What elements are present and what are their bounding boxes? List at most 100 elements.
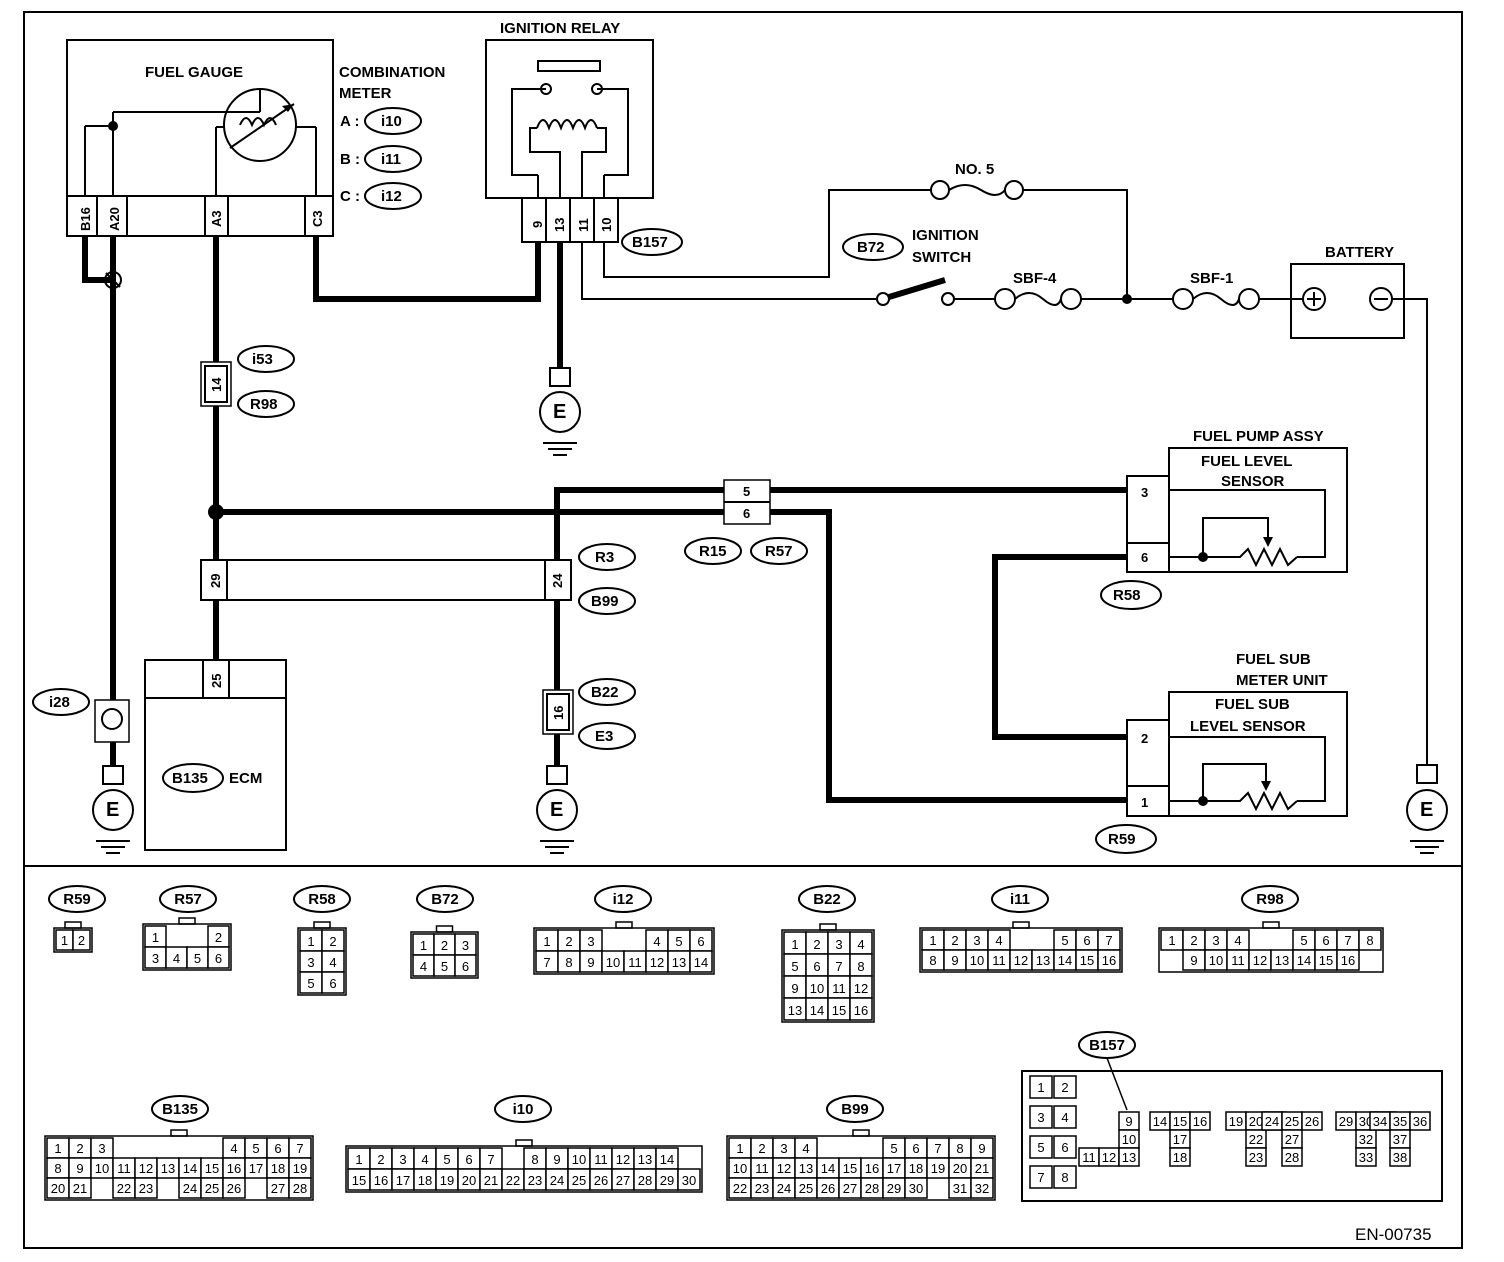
svg-text:18: 18: [1173, 1150, 1187, 1165]
svg-text:24: 24: [183, 1181, 197, 1196]
svg-text:5: 5: [1061, 933, 1068, 948]
svg-text:13: 13: [1036, 953, 1050, 968]
svg-text:17: 17: [1173, 1132, 1187, 1147]
ignition-switch-icon: [876, 277, 955, 306]
svg-text:5: 5: [194, 951, 201, 966]
meter-pin-b16: B16: [78, 207, 93, 231]
pin-cell: [1029, 1165, 1053, 1189]
svg-text:27: 27: [616, 1173, 630, 1188]
pin-cell: [1336, 949, 1360, 971]
svg-text:E: E: [106, 799, 119, 821]
wire-b99-24: [554, 487, 724, 560]
r15-label: R15: [699, 543, 727, 560]
pin-cell: [207, 946, 230, 969]
svg-text:3: 3: [1141, 485, 1148, 500]
svg-text:14: 14: [183, 1161, 197, 1176]
svg-text:6: 6: [1141, 550, 1148, 565]
svg-text:4: 4: [329, 955, 336, 970]
b99-label: B99: [591, 593, 619, 610]
svg-text:7: 7: [543, 955, 550, 970]
svg-text:6: 6: [1083, 933, 1090, 948]
relay-connector-label: B157: [632, 234, 668, 251]
svg-text:8: 8: [929, 953, 936, 968]
svg-text:22: 22: [1249, 1132, 1263, 1147]
svg-text:3: 3: [98, 1141, 105, 1156]
fuel-pump-assy-label: FUEL PUMP ASSY: [1193, 428, 1324, 445]
pin-cell: [1189, 1111, 1211, 1131]
svg-text:23: 23: [139, 1181, 153, 1196]
svg-text:12: 12: [650, 955, 664, 970]
svg-text:9: 9: [553, 1152, 560, 1167]
svg-text:14: 14: [821, 1161, 835, 1176]
svg-text:11: 11: [1231, 953, 1245, 968]
svg-text:7: 7: [487, 1152, 494, 1167]
svg-text:i10: i10: [513, 1101, 534, 1118]
svg-text:20: 20: [51, 1181, 65, 1196]
pin-cell: [904, 1177, 928, 1199]
svg-text:5: 5: [441, 959, 448, 974]
e3-label: E3: [595, 728, 613, 745]
svg-text:2: 2: [78, 933, 85, 948]
pin-cell: [454, 954, 477, 977]
svg-text:21: 21: [73, 1181, 87, 1196]
svg-text:14: 14: [694, 955, 708, 970]
svg-text:15: 15: [352, 1173, 366, 1188]
svg-text:16: 16: [374, 1173, 388, 1188]
svg-text:28: 28: [293, 1181, 307, 1196]
pin-cell: [1409, 1111, 1431, 1131]
sbf1-fuse-icon: [1172, 288, 1260, 310]
svg-text:9: 9: [951, 953, 958, 968]
svg-text:4: 4: [420, 959, 427, 974]
combination-meter: FUEL GAUGE B16 A20 A3 C3: [66, 39, 334, 237]
pin-cell: [1053, 1105, 1077, 1129]
svg-text:5: 5: [443, 1152, 450, 1167]
ignition-switch-connector: B72: [857, 239, 885, 256]
svg-text:25: 25: [209, 674, 224, 688]
svg-text:32: 32: [975, 1181, 989, 1196]
svg-text:25: 25: [1285, 1114, 1299, 1129]
svg-text:3: 3: [307, 955, 314, 970]
pin-cell: [1355, 1147, 1377, 1167]
ignition-relay-label: IGNITION RELAY: [500, 20, 620, 37]
svg-text:30: 30: [682, 1173, 696, 1188]
svg-text:SENSOR: SENSOR: [1221, 473, 1285, 490]
svg-text:11: 11: [594, 1152, 608, 1167]
svg-text:23: 23: [528, 1173, 542, 1188]
svg-text:13: 13: [1275, 953, 1289, 968]
svg-text:6: 6: [329, 976, 336, 991]
fuel-sub-meter-label-2: METER UNIT: [1236, 672, 1328, 689]
svg-text:i11: i11: [1010, 891, 1030, 908]
svg-text:11: 11: [755, 1161, 769, 1176]
svg-text:2: 2: [1141, 731, 1148, 746]
svg-text:9: 9: [1190, 953, 1197, 968]
inline-connector-i53-r98: 14: [200, 361, 232, 407]
svg-text:1: 1: [61, 933, 68, 948]
fuel-pump-assy: FUEL LEVEL SENSOR 3 6: [1126, 447, 1348, 573]
svg-text:7: 7: [1037, 1170, 1044, 1185]
svg-text:5: 5: [791, 959, 798, 974]
svg-text:23: 23: [755, 1181, 769, 1196]
svg-text:6: 6: [743, 506, 750, 521]
svg-text:24: 24: [777, 1181, 791, 1196]
svg-text:14: 14: [1297, 953, 1311, 968]
svg-text:1: 1: [1141, 795, 1148, 810]
svg-text:3: 3: [1037, 1110, 1044, 1125]
svg-text:25: 25: [572, 1173, 586, 1188]
fuel-level-resistor-icon: [1169, 546, 1298, 568]
svg-text:27: 27: [271, 1181, 285, 1196]
svg-text:16: 16: [854, 1003, 868, 1018]
meter-connector-b-id: i11: [381, 151, 401, 168]
svg-text:29: 29: [887, 1181, 901, 1196]
battery-icon: [1290, 263, 1405, 339]
svg-text:14: 14: [209, 377, 224, 392]
svg-text:1: 1: [54, 1141, 61, 1156]
svg-text:1: 1: [1037, 1080, 1044, 1095]
pin-cell: [677, 1168, 701, 1191]
svg-text:2: 2: [377, 1152, 384, 1167]
svg-text:6: 6: [912, 1141, 919, 1156]
svg-text:5: 5: [307, 976, 314, 991]
svg-text:10: 10: [95, 1161, 109, 1176]
svg-text:25: 25: [799, 1181, 813, 1196]
svg-text:17: 17: [249, 1161, 263, 1176]
